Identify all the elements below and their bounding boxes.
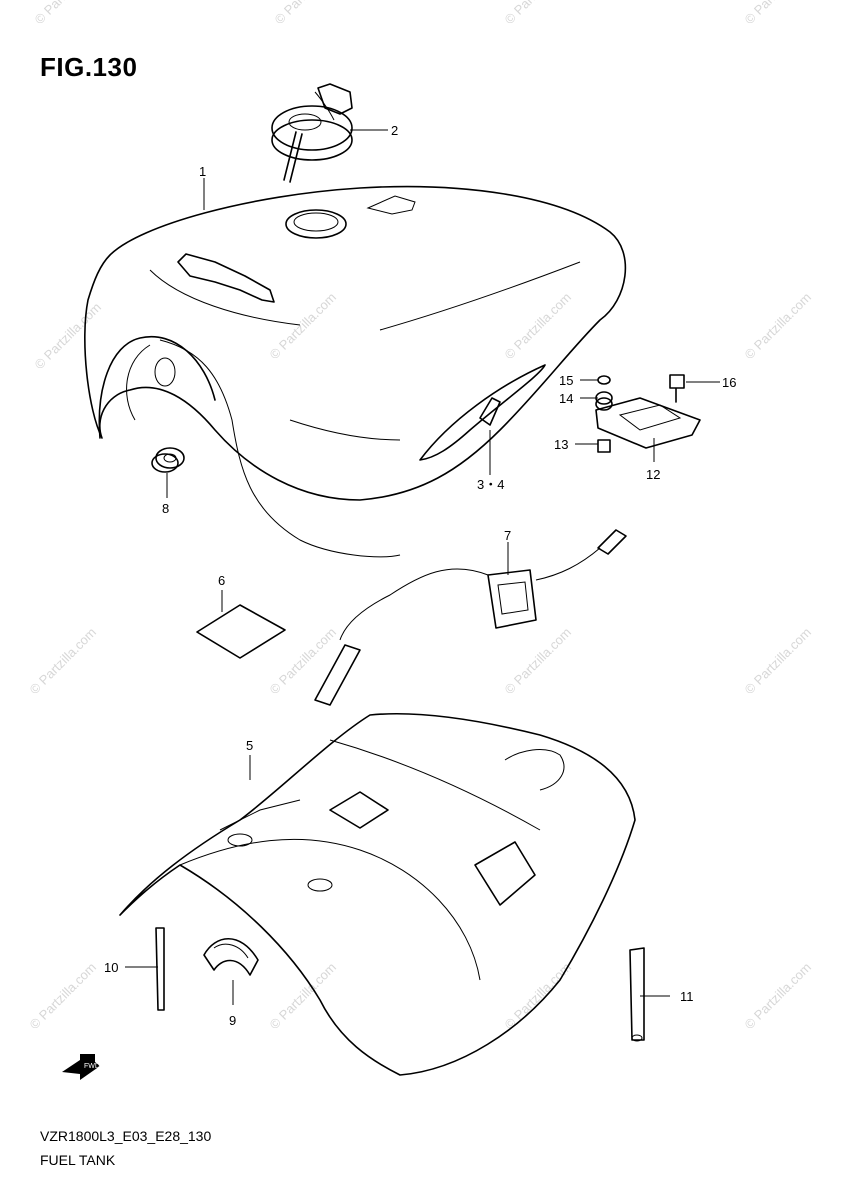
callout-7: 7 (504, 528, 511, 543)
callout-2: 2 (391, 123, 398, 138)
fuel-cap[interactable] (271, 83, 353, 183)
watermark: © Partzilla.com (502, 290, 575, 363)
callout-15: 15 (559, 373, 573, 388)
callout-6: 6 (218, 573, 225, 588)
collar[interactable] (597, 375, 611, 385)
bracket[interactable] (595, 397, 701, 449)
fwd-label: FWD (84, 1063, 100, 1070)
bolt-bracket[interactable] (669, 374, 685, 403)
cable-tie[interactable] (155, 927, 165, 1011)
leader-lines (125, 129, 720, 1005)
watermark: © Partzilla.com (267, 960, 340, 1033)
figure-title: FIG.130 (40, 52, 138, 82)
figure-name: FUEL TANK (40, 1152, 116, 1168)
cushion[interactable] (151, 447, 185, 473)
callout-3-4: 3・4 (477, 477, 504, 492)
callout-13: 13 (554, 437, 568, 452)
watermark: © Partzilla.com (27, 960, 100, 1033)
bolt[interactable] (597, 439, 611, 453)
watermark-layer: © Partzilla.com © Partzilla.com © Partzi… (27, 0, 815, 1032)
callout-9: 9 (229, 1013, 236, 1028)
callout-14: 14 (559, 391, 573, 406)
callout-12: 12 (646, 467, 660, 482)
callout-labels: 1 2 3・4 5 6 7 8 9 10 11 12 13 14 15 16 (104, 123, 736, 1028)
watermark: © Partzilla.com (742, 0, 815, 27)
watermark: © Partzilla.com (502, 0, 575, 27)
watermark: © Partzilla.com (742, 625, 815, 698)
watermark: © Partzilla.com (272, 0, 345, 27)
watermark: © Partzilla.com (27, 625, 100, 698)
watermark: © Partzilla.com (32, 0, 105, 27)
callout-5: 5 (246, 738, 253, 753)
fwd-arrow-icon: FWD (62, 1054, 100, 1080)
fuel-tank[interactable] (84, 185, 627, 558)
callout-10: 10 (104, 960, 118, 975)
watermark: © Partzilla.com (502, 960, 575, 1033)
watermark: © Partzilla.com (502, 625, 575, 698)
watermark: © Partzilla.com (742, 290, 815, 363)
callout-11: 11 (680, 989, 694, 1004)
callout-16: 16 (722, 375, 736, 390)
clamp[interactable] (203, 937, 259, 976)
label-sheet[interactable] (196, 604, 286, 659)
callout-8: 8 (162, 501, 169, 516)
band[interactable] (629, 947, 645, 1042)
callout-1: 1 (199, 164, 206, 179)
fuel-level-sensor[interactable] (314, 529, 627, 706)
watermark: © Partzilla.com (267, 290, 340, 363)
model-code: VZR1800L3_E03_E28_130 (40, 1128, 212, 1144)
watermark: © Partzilla.com (742, 960, 815, 1033)
heat-shield[interactable] (119, 712, 636, 1076)
watermark: © Partzilla.com (32, 300, 105, 373)
